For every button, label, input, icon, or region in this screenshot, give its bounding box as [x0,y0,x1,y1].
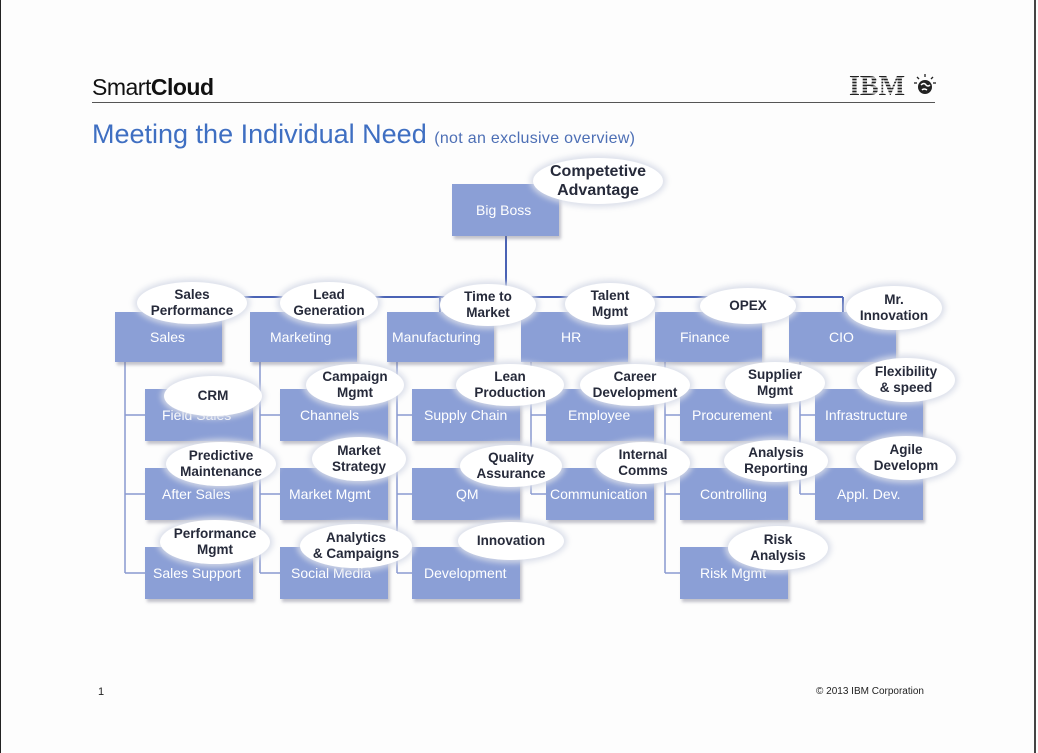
ibm-logo: IBM [848,72,910,98]
cloud-quality-assurance: Quality Assurance [460,445,562,487]
cloud-predictive-maintenance: Predictive Maintenance [166,442,276,486]
box-controlling: Controlling [680,468,788,520]
cloud-internal-comms: Internal Comms [596,442,690,484]
cloud-agile-development: Agile Developm [856,436,956,480]
page-title: Meeting the Individual Need (not an excl… [92,119,635,150]
globe-icon [914,74,936,94]
cloud-time-to-market: Time to Market [440,284,536,326]
cloud-mr-innovation: Mr. Innovation [846,286,942,330]
cloud-competitive-advantage: Competetive Advantage [533,158,663,204]
cloud-crm: CRM [164,376,262,416]
page-number: 1 [98,686,105,698]
box-employee: Employee [546,389,654,441]
cloud-performance-mgmt: Performance Mgmt [160,520,270,564]
cloud-analytics-campaigns: Analytics & Campaigns [300,524,412,568]
cloud-lean-production: Lean Production [456,364,564,406]
cloud-flexibility-speed: Flexibility & speed [857,358,955,402]
box-appl-dev: Appl. Dev. [815,468,923,520]
title-main: Meeting the Individual Need [92,119,427,149]
cloud-sales-performance: Sales Performance [137,282,247,324]
box-procurement: Procurement [680,389,788,441]
page-edge [1034,0,1036,753]
cloud-risk-analysis: Risk Analysis [728,526,828,570]
title-subtitle: (not an exclusive overview) [434,130,636,147]
cloud-talent-mgmt: Talent Mgmt [565,283,655,325]
cloud-supplier-mgmt: Supplier Mgmt [725,362,825,404]
cloud-career-development: Career Development [580,364,690,406]
box-big-boss: Big Boss [452,184,559,236]
header-divider [92,102,935,103]
cloud-innovation: Innovation [458,522,564,560]
cloud-lead-generation: Lead Generation [280,282,378,324]
copyright-notice: © 2013 IBM Corporation [816,686,924,697]
cloud-market-strategy: Market Strategy [312,437,406,481]
cloud-analysis-reporting: Analysis Reporting [724,440,828,482]
cloud-opex: OPEX [700,288,796,324]
smartcloud-logo: SmartCloud [92,74,214,100]
page-edge [0,0,1,753]
svg-text:IBM: IBM [849,72,905,98]
cloud-campaign-mgmt: Campaign Mgmt [306,364,404,406]
